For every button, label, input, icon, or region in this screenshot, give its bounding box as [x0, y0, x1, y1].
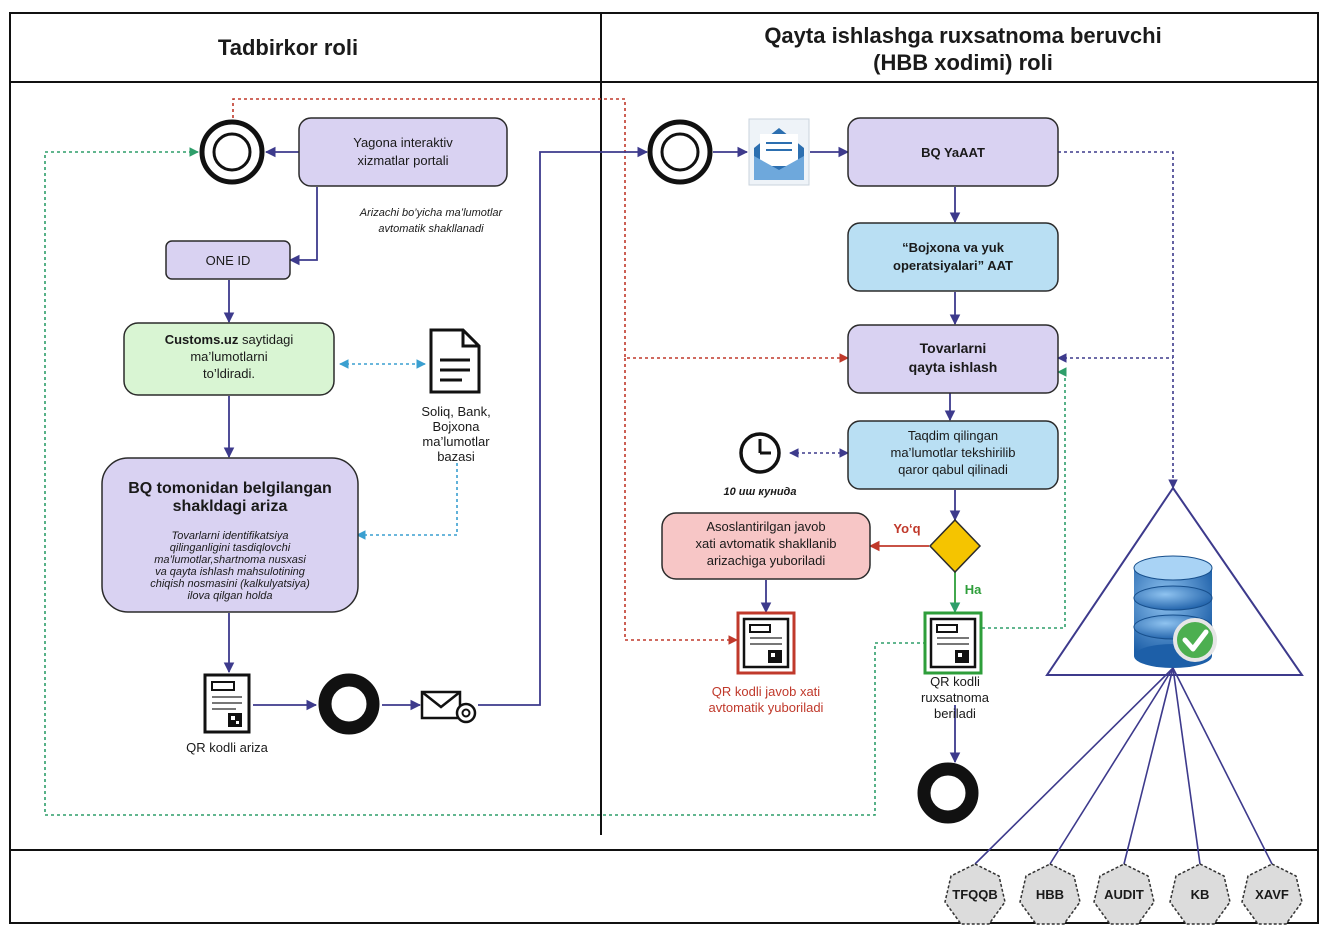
qr-permit-label-3: beriladi	[934, 706, 976, 721]
db-label-2: Bojxona	[433, 419, 481, 434]
aat-box[interactable]: “Bojxona va yuk operatsiyalari” AAT	[847, 222, 1059, 292]
db-label-1: Soliq, Bank,	[421, 404, 490, 419]
customs-label-2: ma’lumotlarni	[190, 349, 267, 364]
start-event-left	[199, 119, 265, 185]
reject-label-1: Asoslantirilgan javob	[706, 519, 825, 534]
processing-box[interactable]: Tovarlarni qayta ishlash	[847, 324, 1059, 394]
agency-tfqqb: TFQQB	[944, 863, 1006, 925]
customs-box[interactable]: Customs.uz saytidagi ma’lumotlarni to’ld…	[123, 322, 335, 396]
customs-label-1: Customs.uz saytidagi	[165, 332, 294, 347]
oneid-box[interactable]: ONE ID	[165, 240, 291, 280]
app-note-2: qilinganligini tasdiqlovchi	[170, 542, 291, 554]
application-box[interactable]: BQ tomonidan belgilangan shakldagi ariza…	[101, 457, 359, 613]
app-note-3: ma’lumotlar,shartnoma nusxasi	[154, 554, 306, 566]
portal-label-1: Yagona interaktiv	[353, 135, 453, 150]
reject-label-2: xati avtomatik shakllanib	[696, 536, 837, 551]
portal-label-2: xizmatlar portali	[357, 153, 448, 168]
qr-permit-icon	[923, 611, 983, 675]
green-dotted-loop-link	[44, 147, 924, 816]
envelope-icon	[748, 118, 810, 186]
lane-title-right-2: (HBB xodimi) roli	[873, 50, 1053, 75]
database-check-icon	[1133, 555, 1217, 668]
end-event-right	[917, 762, 979, 824]
red-dotted-top-link	[232, 98, 849, 363]
end-event-left	[318, 673, 380, 735]
decision-diamond	[928, 518, 982, 574]
qr-reply-label-1: QR kodli javob xati	[712, 684, 820, 699]
clock-icon	[739, 432, 781, 474]
reject-label-3: arizachiga yuboriladi	[707, 553, 826, 568]
db-label-4: bazasi	[437, 449, 475, 464]
portal-box[interactable]: Yagona interaktiv xizmatlar portali	[298, 117, 508, 187]
auto-note-1: Arizachi bo’yicha ma’lumotlar	[359, 207, 504, 219]
oneid-label: ONE ID	[206, 253, 251, 268]
app-title-1: BQ tomonidan belgilangan	[128, 480, 332, 497]
customs-label-3: to’ldiradi.	[203, 366, 255, 381]
bq-yaaat-box[interactable]: BQ YaAAT	[847, 117, 1059, 187]
start-event-right	[647, 119, 713, 185]
agency-xavf: XAVF	[1241, 863, 1303, 925]
agency-audit-label: AUDIT	[1104, 887, 1144, 902]
db-link-audit	[1123, 667, 1174, 865]
bq-yaaat-label: BQ YaAAT	[921, 145, 985, 160]
app-note-5: chiqish nosmasini (kalkulyatsiya)	[150, 578, 310, 590]
aat-label-1: “Bojxona va yuk	[902, 240, 1005, 255]
qr-application-label: QR kodli ariza	[186, 740, 268, 755]
purple-dotted-bq-link	[1058, 151, 1178, 489]
agency-xavf-label: XAVF	[1255, 887, 1289, 902]
db-link-xavf	[1172, 667, 1273, 865]
db-label-3: ma’lumotlar	[422, 434, 490, 449]
lane-title-left: Tadbirkor roli	[218, 35, 358, 60]
flow-mail-to-right-start	[478, 146, 649, 706]
blue-dotted-app-link	[356, 463, 458, 540]
db-link-kb	[1172, 667, 1201, 865]
qr-application-icon	[203, 673, 251, 734]
lane-title-right-1: Qayta ishlashga ruxsatnoma beruvchi	[764, 23, 1161, 48]
reject-box[interactable]: Asoslantirilgan javob xati avtomatik sha…	[661, 512, 871, 580]
app-title-2: shakldagi ariza	[173, 498, 288, 515]
app-note-4: va qayta ishlash mahsulotining	[155, 566, 306, 578]
database-document-icon	[429, 328, 481, 394]
agency-tfqqb-label: TFQQB	[952, 887, 998, 902]
qr-reply-label-2: avtomatik yuboriladi	[709, 700, 824, 715]
proc-label-1: Tovarlarni	[920, 340, 987, 356]
agency-kb: KB	[1169, 863, 1231, 925]
flow-portal-to-oneid	[288, 187, 318, 266]
check-label-1: Taqdim qilingan	[908, 428, 998, 443]
db-link-tfqqb	[974, 667, 1174, 865]
qr-permit-label-1: QR kodli	[930, 674, 980, 689]
green-dotted-permit-link	[982, 367, 1067, 629]
yes-label: Ha	[965, 582, 982, 597]
qr-reply-icon	[736, 611, 796, 675]
check-label-2: ma’lumotlar tekshirilib	[891, 445, 1016, 460]
app-note-6: ilova qilgan holda	[187, 590, 272, 602]
aat-label-2: operatsiyalari” AAT	[893, 258, 1013, 273]
agency-audit: AUDIT	[1093, 863, 1155, 925]
auto-note-2: avtomatik shakllanadi	[378, 223, 484, 235]
no-label: Yo‘q	[893, 521, 920, 536]
proc-label-2: qayta ishlash	[909, 359, 998, 375]
red-dotted-reply-link	[624, 358, 738, 645]
check-box[interactable]: Taqdim qilingan ma’lumotlar tekshirilib …	[847, 420, 1059, 490]
db-link-hbb	[1049, 667, 1174, 865]
agency-kb-label: KB	[1191, 887, 1210, 902]
check-label-3: qaror qabul qilinadi	[898, 462, 1008, 477]
agency-hbb-label: HBB	[1036, 887, 1064, 902]
agency-hbb: HBB	[1019, 863, 1081, 925]
qr-permit-label-2: ruxsatnoma	[921, 690, 990, 705]
clock-label: 10 иш кунида	[724, 486, 797, 498]
swimlane-frame	[9, 12, 1319, 924]
app-note-1: Tovarlarni identifikatsiya	[172, 530, 289, 542]
email-icon	[420, 690, 477, 724]
